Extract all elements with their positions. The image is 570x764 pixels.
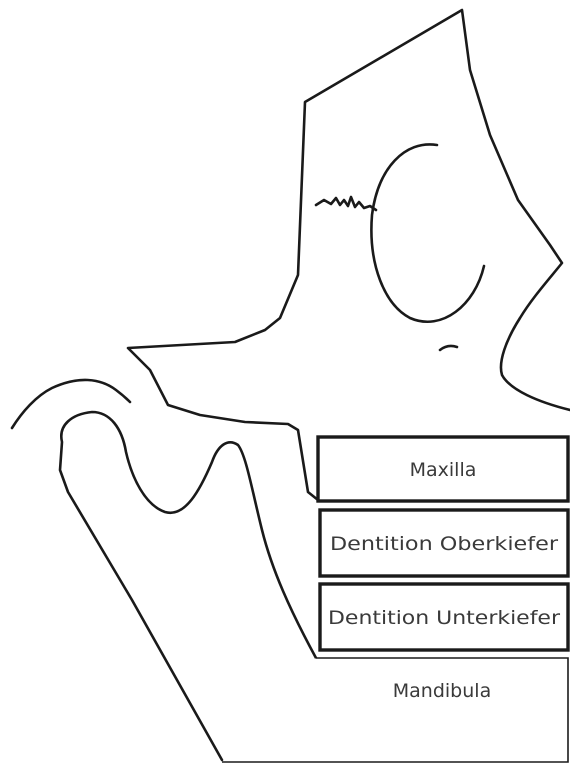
suture-line <box>316 197 376 210</box>
mandibula-label: Mandibula <box>393 680 491 702</box>
infraorbital-mark <box>440 346 457 350</box>
dentition-upper-label: Dentition Oberkiefer <box>330 533 558 555</box>
maxilla-outline <box>128 10 570 500</box>
orbit-outline <box>371 144 484 321</box>
maxilla-label: Maxilla <box>410 459 477 481</box>
dentition-lower-label: Dentition Unterkiefer <box>328 607 560 629</box>
mandibula-box <box>222 658 568 762</box>
mandible-outline <box>12 380 316 760</box>
